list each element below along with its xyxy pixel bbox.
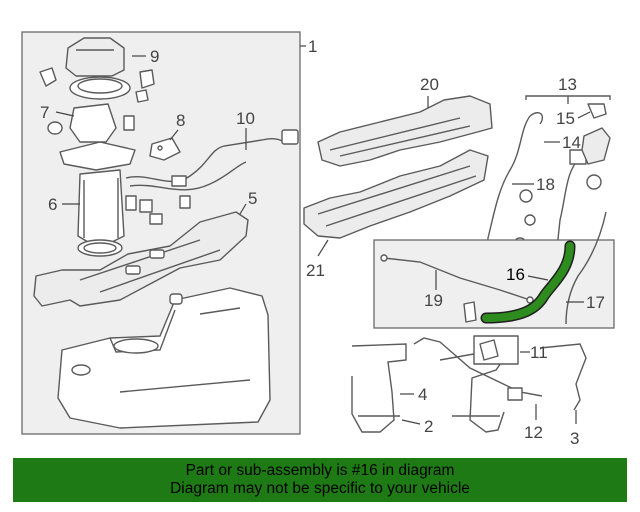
callout-8: 8 xyxy=(176,111,185,130)
callout-20: 20 xyxy=(420,75,439,94)
callout-10: 10 xyxy=(236,109,255,128)
wiring-harness[interactable] xyxy=(125,137,285,183)
sensor-plug xyxy=(123,115,135,131)
callout-5: 5 xyxy=(248,189,257,208)
callout-15: 15 xyxy=(556,109,575,128)
notice-banner: Part or sub-assembly is #16 in diagram D… xyxy=(13,458,627,502)
harness-connector xyxy=(281,129,299,145)
harness-clip xyxy=(171,175,187,187)
lower-shield[interactable] xyxy=(303,149,489,239)
tank-shields-group xyxy=(303,95,493,257)
tank-straps-group xyxy=(351,335,587,433)
parts-diagram: 1 2 3 4 5 6 7 8 9 10 11 12 13 14 15 16 1… xyxy=(21,31,615,448)
lock-ring[interactable] xyxy=(69,76,131,100)
leader-2 xyxy=(401,419,421,425)
clip xyxy=(39,67,57,87)
seal xyxy=(586,174,602,190)
strap-bracket-3[interactable] xyxy=(539,343,587,411)
clip xyxy=(135,89,149,103)
shield-slot xyxy=(149,249,165,259)
shield-slot xyxy=(125,265,141,275)
callout-9: 9 xyxy=(150,47,159,66)
tank-port xyxy=(71,364,91,376)
vent-pipe[interactable] xyxy=(485,115,531,261)
fuel-tank[interactable] xyxy=(57,287,271,429)
harness-clip xyxy=(149,213,163,225)
callout-7: 7 xyxy=(40,103,49,122)
sensor-connector xyxy=(47,121,63,135)
callout-21: 21 xyxy=(306,261,325,280)
fill-pipe-17[interactable] xyxy=(565,211,607,325)
clip-15[interactable] xyxy=(587,103,607,119)
callout-16: 16 xyxy=(506,265,525,284)
pump-cover[interactable] xyxy=(65,37,125,77)
filler-hose-highlight xyxy=(482,242,574,322)
housing-bracket[interactable] xyxy=(581,127,611,165)
harness-clip xyxy=(125,195,137,211)
tank-strap-2[interactable] xyxy=(351,343,407,433)
fuel-tank-assembly-group xyxy=(21,31,301,435)
filler-hose-detail-group xyxy=(373,211,615,329)
callout-14: 14 xyxy=(562,133,581,152)
banner-line-1: Part or sub-assembly is #16 in diagram xyxy=(185,462,455,479)
wiring-connector[interactable] xyxy=(149,137,181,161)
leader-21 xyxy=(317,239,329,257)
callout-19: 19 xyxy=(424,291,443,310)
fuel-pump-module[interactable] xyxy=(77,169,125,243)
callout-12: 12 xyxy=(524,423,543,442)
harness-clip xyxy=(179,195,191,209)
callout-1: 1 xyxy=(308,37,317,56)
tank-valve xyxy=(169,293,183,305)
clip xyxy=(139,69,155,89)
clip xyxy=(463,301,477,323)
strap-rod-12[interactable] xyxy=(413,337,543,397)
leader-15 xyxy=(577,111,591,119)
leader-16 xyxy=(527,275,549,281)
harness-clip xyxy=(139,199,153,213)
rod-bracket xyxy=(507,387,523,401)
callout-17: 17 xyxy=(586,293,605,312)
callout-11: 11 xyxy=(530,343,548,362)
callout-4: 4 xyxy=(418,385,427,404)
leader-7 xyxy=(55,111,75,117)
tank-filler-ring xyxy=(113,338,159,354)
leader-8 xyxy=(169,129,179,141)
grommet xyxy=(519,189,533,203)
banner-line-2: Diagram may not be specific to your vehi… xyxy=(170,480,470,497)
fuel-level-sensor[interactable] xyxy=(69,103,117,143)
callout-2: 2 xyxy=(424,417,433,436)
leader-5 xyxy=(239,203,247,215)
grommet xyxy=(524,214,536,226)
callout-13: 13 xyxy=(558,75,577,94)
callout-18: 18 xyxy=(536,175,555,194)
callout-6: 6 xyxy=(48,195,57,214)
clip-11[interactable] xyxy=(479,339,499,361)
callout-3: 3 xyxy=(570,429,579,448)
tank-strap-rod[interactable] xyxy=(383,257,531,301)
